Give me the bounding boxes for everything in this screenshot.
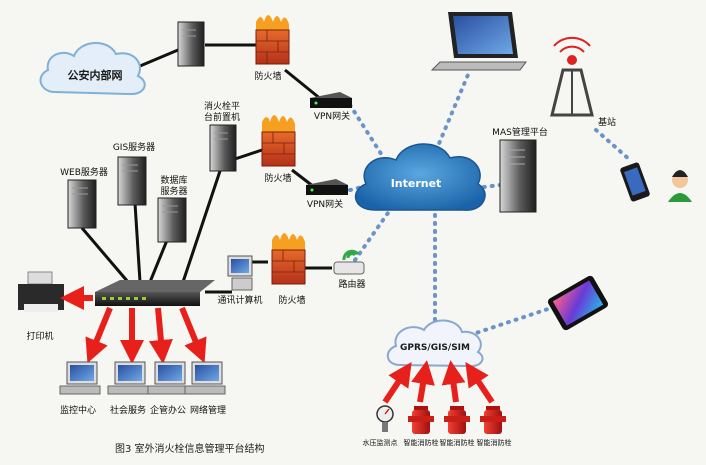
firewall-top-label: 防火墙 — [254, 72, 282, 82]
vpn-mid-label: VPN网关 — [306, 200, 344, 210]
hydrant-3 — [480, 406, 506, 434]
base-station-tower — [550, 36, 594, 117]
hydrant-1 — [408, 406, 434, 434]
vpn-gateway-top — [310, 92, 352, 108]
gprs-label: GPRS/GIS/SIM — [400, 343, 470, 353]
mas-label: MAS管理平台 — [492, 128, 548, 138]
social-service-label: 社会服务 — [109, 406, 147, 416]
printer-label: 打印机 — [26, 332, 54, 342]
hydrant-frontend-server — [209, 124, 237, 172]
mobile-phone — [620, 162, 650, 202]
network-switch — [95, 280, 215, 306]
comm-pc-label: 通讯计算机 — [217, 296, 263, 306]
firewall-bottom-label: 防火墙 — [278, 296, 306, 306]
user-avatar — [668, 170, 692, 202]
firewall-bottom — [271, 233, 306, 285]
firewall-top — [255, 15, 290, 65]
workstation-network-mgmt — [184, 361, 226, 395]
internet-cloud — [355, 143, 486, 211]
hydrant-server-label: 消火栓平 台前置机 — [203, 102, 241, 123]
firewall-mid — [261, 115, 296, 167]
router-label: 路由器 — [338, 280, 366, 290]
figure-caption: 图3 室外消火栓信息管理平台结构 — [115, 444, 265, 455]
arrows-to-terminals — [85, 306, 207, 364]
hydrant-2 — [444, 406, 470, 434]
gis-server — [117, 156, 147, 206]
smart-hydrant-2-label: 智能消防栓 — [439, 439, 475, 447]
smart-hydrant-1-label: 智能消防栓 — [403, 439, 439, 447]
db-server-label: 数据库 服务器 — [160, 176, 188, 197]
enterprise-office-label: 企管办公 — [149, 406, 187, 416]
pressure-gauge — [376, 405, 394, 432]
workstation-social-service — [107, 361, 149, 395]
router-device — [333, 249, 365, 275]
arrows-to-gprs — [382, 360, 495, 404]
vpn-gateway-mid — [306, 179, 348, 195]
firewall-mid-label: 防火墙 — [264, 174, 292, 184]
printer-device — [18, 271, 64, 312]
gprs-cloud — [386, 319, 484, 368]
web-server-label: WEB服务器 — [60, 168, 108, 178]
wired-links — [80, 43, 332, 294]
police-intranet-label: 公安内部网 — [67, 69, 123, 82]
database-server — [157, 197, 187, 243]
vpn-top-label: VPN网关 — [313, 112, 351, 122]
mas-server — [499, 139, 537, 213]
tablet-device — [547, 275, 609, 331]
laptop — [430, 12, 527, 71]
monitor-center-label: 监控中心 — [59, 406, 97, 416]
workstation-monitor-center — [59, 361, 101, 395]
comm-computer — [227, 255, 253, 291]
pressure-point-label: 水压监测点 — [362, 439, 398, 447]
top-server — [177, 21, 205, 67]
base-station-label: 基站 — [597, 118, 617, 128]
smart-hydrant-3-label: 智能消防栓 — [476, 439, 512, 447]
internet-label: Internet — [390, 177, 442, 190]
gis-server-label: GIS服务器 — [112, 143, 156, 153]
network-mgmt-label: 网络管理 — [189, 406, 227, 416]
police-intranet-cloud — [39, 42, 146, 96]
workstation-enterprise-office — [147, 361, 189, 395]
web-server — [67, 179, 97, 229]
